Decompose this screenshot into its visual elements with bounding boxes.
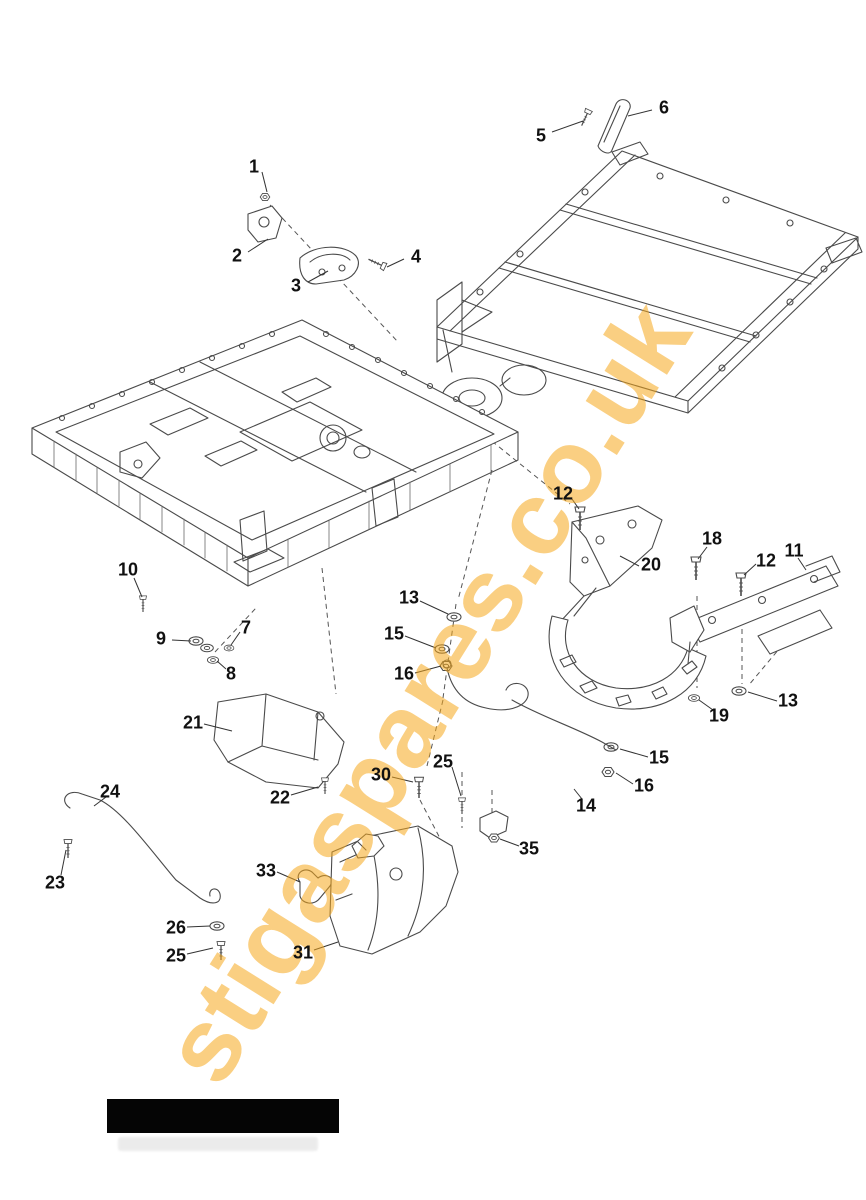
nut-35	[488, 833, 500, 843]
part-number-label: 11	[784, 540, 804, 561]
part-number-label: 16	[393, 663, 415, 684]
redacted-label-bar	[107, 1099, 339, 1133]
part-number-label: 13	[777, 690, 799, 711]
part-number-label: 7	[240, 617, 252, 638]
washer-9b	[200, 643, 214, 653]
bracket-20	[559, 505, 663, 623]
part-number-label: 33	[255, 860, 277, 881]
bracket-3	[299, 246, 359, 285]
screw-5	[577, 107, 593, 128]
part-number-label: 20	[640, 554, 662, 575]
part-number-label: 18	[701, 528, 723, 549]
wire-24	[64, 791, 221, 904]
part-number-label: 13	[398, 587, 420, 608]
part-number-label: 26	[165, 917, 187, 938]
washer-13b	[731, 686, 747, 696]
spacer-8	[206, 656, 220, 664]
part-number-label: 1	[248, 156, 260, 177]
part-number-label: 2	[231, 245, 243, 266]
bracket-2	[247, 205, 283, 243]
part-number-label: 10	[117, 559, 139, 580]
cover-31	[329, 825, 459, 955]
callout-leaders	[60, 109, 807, 955]
spacer-19	[687, 694, 701, 702]
part-number-label: 3	[290, 275, 302, 296]
bracket-11	[669, 555, 841, 665]
part-number-label: 16	[633, 775, 655, 796]
part-number-label: 6	[658, 97, 670, 118]
cable-14	[442, 659, 617, 751]
bolt-10	[138, 595, 148, 613]
part-number-label: 15	[648, 747, 670, 768]
nut-16b	[601, 766, 615, 778]
bolt-12b	[735, 572, 747, 597]
part-number-label: 12	[755, 550, 777, 571]
spacer-block	[479, 810, 509, 839]
part-number-label: 4	[410, 246, 422, 267]
part-number-label: 23	[44, 872, 66, 893]
part-number-label: 14	[575, 795, 597, 816]
part-number-label: 30	[370, 764, 392, 785]
clip-6	[597, 99, 631, 154]
part-number-label: 8	[225, 663, 237, 684]
part-number-label: 5	[535, 125, 547, 146]
washer-7	[223, 644, 235, 652]
rear-frame	[436, 141, 863, 414]
nut-1	[259, 192, 271, 202]
part-number-label: 21	[182, 712, 204, 733]
clip-33	[297, 869, 333, 904]
part-number-label: 19	[708, 705, 730, 726]
belt-guard	[548, 615, 707, 710]
part-number-label: 25	[432, 751, 454, 772]
cover-21	[213, 693, 345, 789]
washer-9a	[188, 636, 204, 646]
part-number-label: 9	[155, 628, 167, 649]
pin-25a	[457, 797, 467, 815]
screw-4	[366, 254, 388, 272]
front-frame	[31, 319, 519, 587]
part-number-label: 22	[269, 787, 291, 808]
part-number-label: 12	[552, 483, 574, 504]
part-number-label: 24	[99, 781, 121, 802]
part-number-label: 25	[165, 945, 187, 966]
part-number-label: 31	[292, 942, 314, 963]
part-number-label: 15	[383, 623, 405, 644]
part-number-label: 35	[518, 838, 540, 859]
bolt-18	[690, 556, 702, 581]
faint-print-artifact	[118, 1137, 318, 1151]
